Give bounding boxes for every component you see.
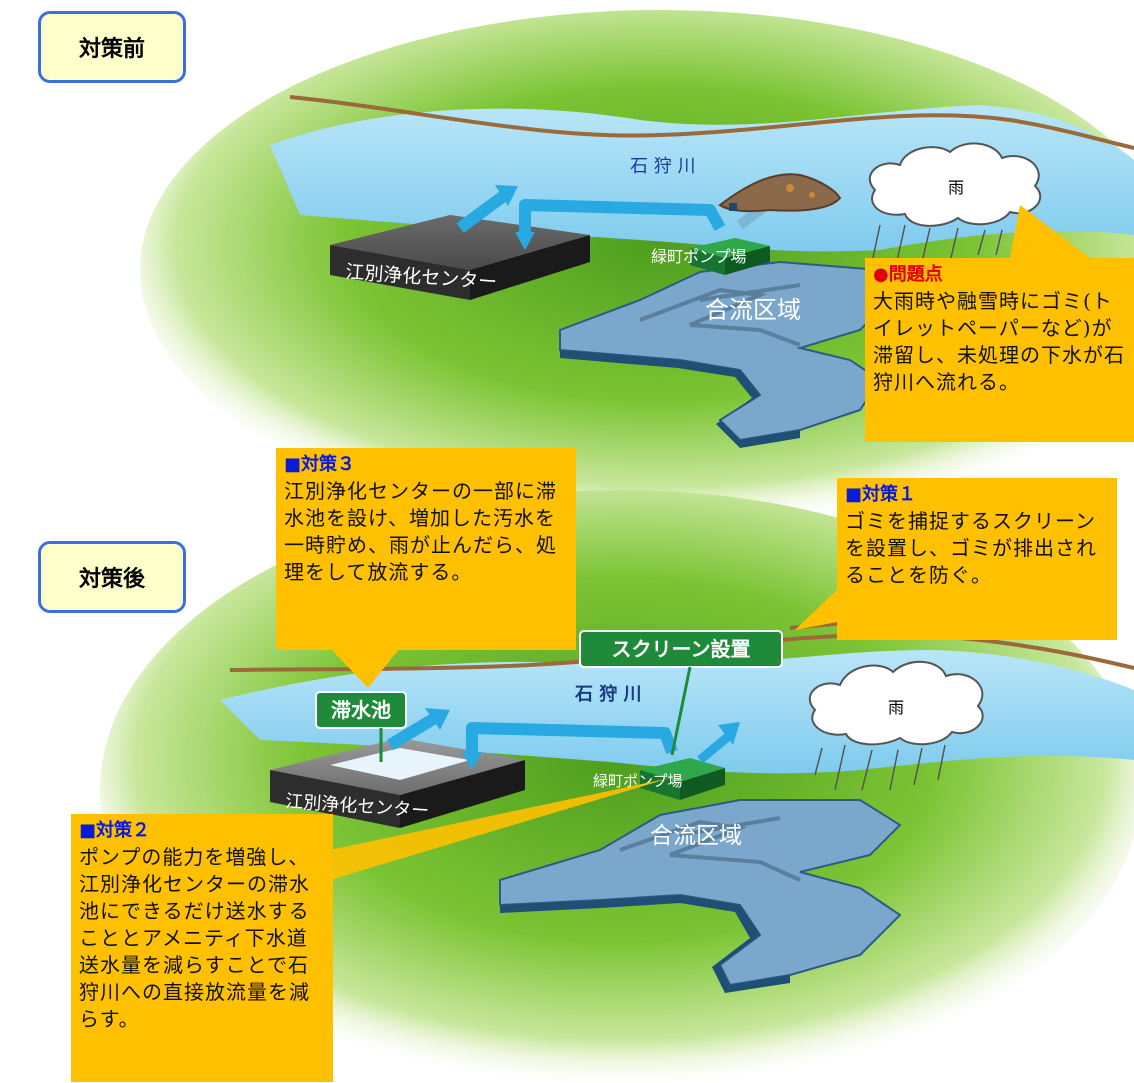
before-flow-to-river bbox=[456, 190, 509, 233]
before-pump-top bbox=[690, 238, 770, 258]
after-sewer-pipes bbox=[619, 816, 801, 882]
problem-callout-pointer bbox=[1010, 205, 1090, 258]
measure1-callout: ■対策１ ゴミを捕捉するスクリーンを設置し、ゴミが排出されることを防ぐ。 bbox=[837, 478, 1117, 640]
before-debris-spot bbox=[809, 192, 815, 198]
before-stage-badge: 対策前 bbox=[38, 11, 186, 83]
measure2-body: ポンプの能力を増強し、江別浄化センターの滞水池にできるだけ送水することとアメニテ… bbox=[79, 845, 310, 1031]
measure3-title: ■対策３ bbox=[284, 454, 356, 475]
before-center-side bbox=[470, 235, 590, 300]
after-rain-label: 雨 bbox=[888, 698, 904, 717]
before-debris bbox=[718, 173, 842, 213]
measure3-body: 江別浄化センターの一部に滞水池を設け、増加した汚水を一時貯め、雨が止んだら、処理… bbox=[284, 479, 557, 584]
measure3-callout-pointer bbox=[330, 648, 400, 688]
after-pump-top bbox=[640, 758, 725, 782]
measure2-callout: ■対策２ ポンプの能力を増強し、江別浄化センターの滞水池にできるだけ送水すること… bbox=[71, 814, 333, 1082]
before-area-edge bbox=[560, 350, 800, 448]
after-area-edge bbox=[500, 895, 790, 993]
screen-tag-label: スクリーン設置 bbox=[612, 637, 751, 661]
after-center-front bbox=[270, 770, 400, 828]
before-flow-down-arrow bbox=[515, 232, 535, 250]
measure2-callout-pointer bbox=[330, 778, 670, 880]
after-rain-lines bbox=[814, 744, 946, 791]
after-center-side bbox=[400, 760, 525, 828]
before-riverbank-line bbox=[289, 95, 1134, 150]
problem-callout: ●問題点 大雨時や融雪時にゴミ(トイレットペーパーなど)が滞留し、未処理の下水が… bbox=[865, 258, 1134, 442]
before-pump-side bbox=[725, 246, 770, 275]
after-overflow-arrow bbox=[697, 731, 733, 764]
before-flow-loop bbox=[519, 199, 726, 235]
before-debris-spot bbox=[729, 203, 737, 211]
measure2-title: ■対策２ bbox=[79, 820, 151, 841]
before-cloud bbox=[868, 142, 1042, 227]
after-cloud bbox=[808, 660, 984, 746]
after-river-label: 石 狩 川 bbox=[574, 683, 642, 705]
after-pump-side bbox=[680, 768, 725, 800]
after-flow-down-arrow bbox=[462, 752, 482, 770]
measure3-callout: ■対策３ 江別浄化センターの一部に滞水池を設け、増加した汚水を一時貯め、雨が止ん… bbox=[276, 448, 576, 650]
after-flow-to-river bbox=[386, 712, 439, 751]
before-area-label: 合流区域 bbox=[705, 296, 801, 324]
problem-title: ●問題点 bbox=[873, 264, 943, 285]
after-pump-front bbox=[640, 770, 680, 800]
before-sewer-pipes bbox=[639, 283, 801, 347]
after-flow-arrowhead bbox=[425, 708, 450, 730]
after-flow-loop bbox=[466, 722, 678, 755]
before-debris-spot bbox=[786, 184, 794, 192]
after-pump-label: 緑町ポンプ場 bbox=[593, 772, 683, 790]
measure1-callout-pointer bbox=[795, 582, 848, 630]
before-flow-arrowhead bbox=[495, 185, 518, 206]
screen-tag-leader bbox=[670, 666, 692, 756]
screen-tag bbox=[579, 630, 783, 668]
after-retention-tank bbox=[330, 748, 470, 780]
before-pump-label: 緑町ポンプ場 bbox=[651, 247, 747, 266]
after-stage-badge: 対策後 bbox=[38, 541, 186, 613]
after-area-label: 合流区域 bbox=[650, 823, 742, 849]
measure1-body: ゴミを捕捉するスクリーンを設置し、ゴミが排出されることを防ぐ。 bbox=[845, 509, 1097, 587]
before-rain-label: 雨 bbox=[948, 178, 964, 197]
retention-tank-tag-label: 滞水池 bbox=[331, 698, 391, 722]
retention-tank-tag bbox=[315, 691, 407, 729]
before-scene: 江別浄化センター 緑町ポンプ場 石 狩 川 雨 bbox=[140, 10, 1134, 530]
measure1-title: ■対策１ bbox=[845, 484, 917, 505]
after-overflow-arrowhead bbox=[718, 722, 740, 745]
before-pump-front bbox=[690, 248, 725, 275]
problem-body: 大雨時や融雪時にゴミ(トイレットペーパーなど)が滞留し、未処理の下水が石狩川へ流… bbox=[873, 289, 1125, 394]
before-center-front bbox=[330, 245, 470, 300]
before-river-label: 石 狩 川 bbox=[630, 156, 695, 177]
